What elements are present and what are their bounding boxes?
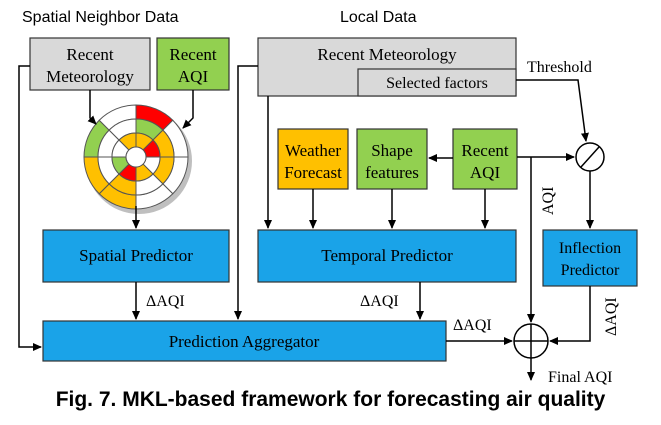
shape-features-line2: features <box>365 163 419 182</box>
delta-aqi-spatial-label: ΔAQI <box>146 293 185 310</box>
delta-aqi-aggregator-label: ΔAQI <box>453 317 492 334</box>
spatial-predictor-label: Spatial Predictor <box>79 246 193 265</box>
recent-aqi-box-local: Recent AQI <box>452 128 518 190</box>
recent-aqi-left-line1: Recent <box>169 45 216 64</box>
figure-caption: Fig. 7. MKL-based framework for forecast… <box>55 388 606 411</box>
temporal-predictor-box: Temporal Predictor <box>257 229 517 283</box>
final-aqi-label: Final AQI <box>548 369 612 385</box>
ring-center <box>125 146 147 168</box>
spatial-neighbor-ring-chart <box>83 104 192 214</box>
arrow-factors-to-comparator <box>516 79 589 142</box>
weather-forecast-box: Weather Forecast <box>277 128 349 190</box>
prediction-aggregator-box: Prediction Aggregator <box>42 320 447 362</box>
selected-factors-box: Selected factors <box>357 68 517 97</box>
recent-meteorology-left-line1: Recent <box>66 45 113 64</box>
recent-aqi-local-line2: AQI <box>470 163 501 182</box>
arrow-inflection-to-sum <box>549 286 591 345</box>
arrow-aqi-to-ring <box>182 90 194 129</box>
recent-aqi-left-line2: AQI <box>178 67 209 86</box>
prediction-aggregator-label: Prediction Aggregator <box>169 332 320 351</box>
local-data-header: Local Data <box>340 9 417 26</box>
delta-aqi-inflection-label: ΔAQI <box>603 297 620 336</box>
weather-forecast-line1: Weather <box>285 141 342 160</box>
inflection-predictor-line1: Inflection <box>559 240 621 257</box>
sum-junction-symbol <box>513 323 549 359</box>
weather-forecast-line2: Forecast <box>284 163 342 182</box>
recent-aqi-local-line1: Recent <box>461 141 508 160</box>
arrow-local-meteorology-to-aggregator <box>234 65 258 320</box>
recent-meteorology-box-left: Recent Meteorology <box>29 37 151 91</box>
inflection-predictor-box: Inflection Predictor <box>542 229 638 287</box>
connectors <box>18 65 594 381</box>
spatial-neighbor-data-header: Spatial Neighbor Data <box>22 9 179 26</box>
spatial-predictor-box: Spatial Predictor <box>42 229 230 283</box>
shape-features-box: Shape features <box>356 128 428 190</box>
temporal-predictor-label: Temporal Predictor <box>321 246 453 265</box>
recent-meteorology-local-label: Recent Meteorology <box>317 45 457 64</box>
threshold-label: Threshold <box>527 59 592 76</box>
delta-aqi-temporal-label: ΔAQI <box>360 293 399 310</box>
shape-features-line1: Shape <box>371 141 413 160</box>
threshold-comparator-symbol <box>575 142 605 172</box>
aqi-vertical-label: AQI <box>540 187 557 215</box>
recent-meteorology-left-line2: Meteorology <box>46 67 134 86</box>
inflection-predictor-line2: Predictor <box>561 262 620 279</box>
arrow-meteorology-to-ring <box>87 90 97 125</box>
selected-factors-label: Selected factors <box>386 75 488 92</box>
recent-aqi-box-left: Recent AQI <box>156 37 230 91</box>
arrow-meteorology-to-aggregator <box>18 65 42 351</box>
framework-diagram: Spatial Neighbor Data Local Data Recent … <box>18 9 638 385</box>
